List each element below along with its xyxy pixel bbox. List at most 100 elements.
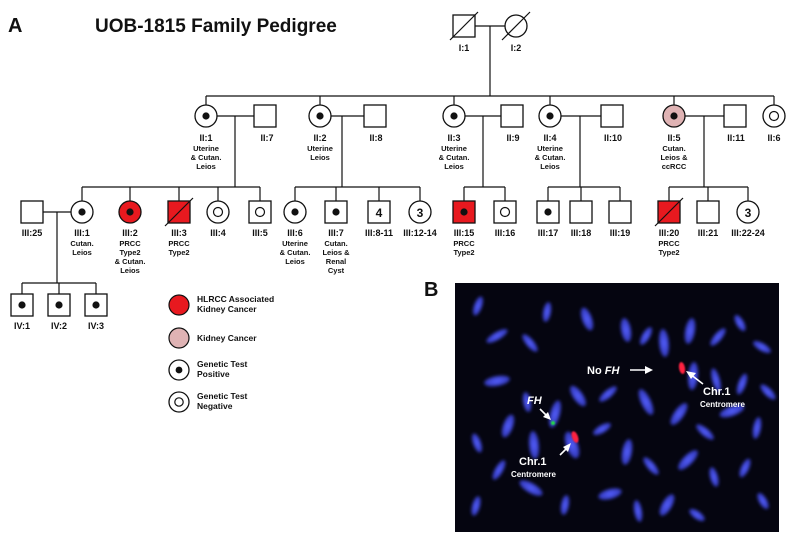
chr1-lower-arrowhead bbox=[563, 443, 571, 452]
negative-ring bbox=[212, 206, 224, 218]
deceased-slash bbox=[164, 197, 194, 227]
centromere-lower-label: Centromere bbox=[511, 470, 556, 479]
generation-2: II:1 Uterine & Cutan. Leios II:7 II:2 Ut… bbox=[191, 96, 786, 171]
note-ii5-line2: Leios & bbox=[660, 153, 688, 162]
label-iii20: III:20 bbox=[659, 228, 680, 238]
note-ii3-line1: Uterine bbox=[441, 144, 467, 153]
label-iii1: III:1 bbox=[74, 228, 90, 238]
note-iii7-line4: Cyst bbox=[328, 266, 345, 275]
panel-b-letter: B bbox=[424, 279, 438, 301]
centromere-probe-upper bbox=[678, 362, 686, 374]
label-ii1: II:1 bbox=[199, 133, 212, 143]
label-ii5: II:5 bbox=[667, 133, 680, 143]
note-iii1-line1: Cutan. bbox=[70, 239, 93, 248]
label-iv3: IV:3 bbox=[88, 321, 104, 331]
count-iii22-24: 3 bbox=[745, 206, 752, 220]
note-iii2-line4: Leios bbox=[120, 266, 140, 275]
note-ii5-line3: ccRCC bbox=[662, 162, 687, 171]
positive-dot bbox=[546, 112, 554, 120]
legend-kidney-line1: Kidney Cancer bbox=[197, 333, 257, 343]
label-iii4: III:4 bbox=[210, 228, 226, 238]
positive-dot bbox=[670, 112, 678, 120]
label-iii16: III:16 bbox=[495, 228, 516, 238]
positive-dot bbox=[175, 366, 183, 374]
centromere-upper-label: Centromere bbox=[700, 400, 745, 409]
label-ii3: II:3 bbox=[447, 133, 460, 143]
note-iii1-line2: Leios bbox=[72, 248, 92, 257]
individual-ii9-male bbox=[500, 104, 524, 128]
note-iii7-line1: Cutan. bbox=[324, 239, 347, 248]
label-iii8-11: III:8-11 bbox=[365, 228, 393, 238]
individual-group-iii12-14-female bbox=[408, 200, 432, 224]
count-iii12-14: 3 bbox=[417, 206, 424, 220]
label-iii21: III:21 bbox=[698, 228, 719, 238]
legend-negative-line1: Genetic Test bbox=[197, 391, 248, 401]
positive-dot bbox=[18, 301, 26, 309]
label-iii7: III:7 bbox=[328, 228, 344, 238]
individual-ii10-male bbox=[600, 104, 624, 128]
legend-hlrcc-line2: Kidney Cancer bbox=[197, 304, 257, 314]
individual-iii16-male-negative bbox=[493, 200, 517, 224]
note-iii2-line2: Type2 bbox=[119, 248, 140, 257]
negative-ring bbox=[499, 206, 511, 218]
count-iii8-11: 4 bbox=[376, 206, 383, 220]
legend-negative-line2: Negative bbox=[197, 401, 233, 411]
positive-dot bbox=[78, 208, 86, 216]
label-iii5: III:5 bbox=[252, 228, 268, 238]
panel-a: A UOB-1815 Family Pedigree I:1 I:2 bbox=[8, 11, 786, 413]
legend-hlrcc-swatch bbox=[168, 294, 190, 316]
no-fh-label: No FH bbox=[587, 365, 620, 377]
probe-signals bbox=[551, 362, 686, 443]
individual-ii6-female-negative bbox=[762, 104, 786, 128]
positive-dot bbox=[92, 301, 100, 309]
note-iii2-line1: PRCC bbox=[119, 239, 141, 248]
individual-iii18-male bbox=[569, 200, 593, 224]
note-iii20-line2: Type2 bbox=[658, 248, 679, 257]
panel-b: B bbox=[424, 279, 779, 532]
note-ii1-line3: Leios bbox=[196, 162, 216, 171]
individual-ii7-male bbox=[253, 104, 277, 128]
label-iii18: III:18 bbox=[571, 228, 592, 238]
note-iii3-line2: Type2 bbox=[168, 248, 189, 257]
label-ii10: II:10 bbox=[604, 133, 622, 143]
note-ii3-line2: & Cutan. bbox=[439, 153, 470, 162]
label-iii12-14: III:12-14 bbox=[403, 228, 437, 238]
label-iii2: III:2 bbox=[122, 228, 138, 238]
note-ii4-line3: Leios bbox=[540, 162, 560, 171]
label-iv1: IV:1 bbox=[14, 321, 30, 331]
label-iii6: III:6 bbox=[287, 228, 303, 238]
positive-dot bbox=[450, 112, 458, 120]
generation-1: I:1 I:2 bbox=[206, 11, 774, 97]
label-ii6: II:6 bbox=[767, 133, 780, 143]
chr1-upper-label: Chr.1 bbox=[703, 386, 731, 398]
individual-iii5-male-negative bbox=[248, 200, 272, 224]
note-iii2-line3: & Cutan. bbox=[115, 257, 146, 266]
positive-dot bbox=[55, 301, 63, 309]
individual-group-iii22-24-female bbox=[736, 200, 760, 224]
legend: HLRCC Associated Kidney Cancer Kidney Ca… bbox=[168, 294, 274, 413]
note-ii4-line1: Uterine bbox=[537, 144, 563, 153]
individual-iii25-male bbox=[20, 200, 44, 224]
note-ii2-line1: Uterine bbox=[307, 144, 333, 153]
fh-probe-signal bbox=[551, 421, 555, 425]
label-iii3: III:3 bbox=[171, 228, 187, 238]
label-ii4: II:4 bbox=[543, 133, 556, 143]
note-iii6-line3: Leios bbox=[285, 257, 305, 266]
fh-label: FH bbox=[527, 395, 543, 407]
centromere-probe-lower bbox=[571, 431, 579, 443]
label-iii22-24: III:22-24 bbox=[731, 228, 765, 238]
label-ii11: II:11 bbox=[727, 133, 745, 143]
legend-kidney-swatch bbox=[168, 327, 190, 349]
label-ii7: II:7 bbox=[260, 133, 273, 143]
label-i2: I:2 bbox=[511, 43, 522, 53]
legend-hlrcc-line1: HLRCC Associated bbox=[197, 294, 274, 304]
note-ii3-line3: Leios bbox=[444, 162, 464, 171]
negative-ring bbox=[174, 397, 184, 407]
note-iii6-line2: & Cutan. bbox=[280, 248, 311, 257]
generation-4: IV:1 IV:2 IV:3 bbox=[10, 293, 108, 331]
chromosome-spread bbox=[471, 296, 776, 522]
note-iii6-line1: Uterine bbox=[282, 239, 308, 248]
note-ii1-line1: Uterine bbox=[193, 144, 219, 153]
fh-arrowhead bbox=[543, 412, 551, 420]
